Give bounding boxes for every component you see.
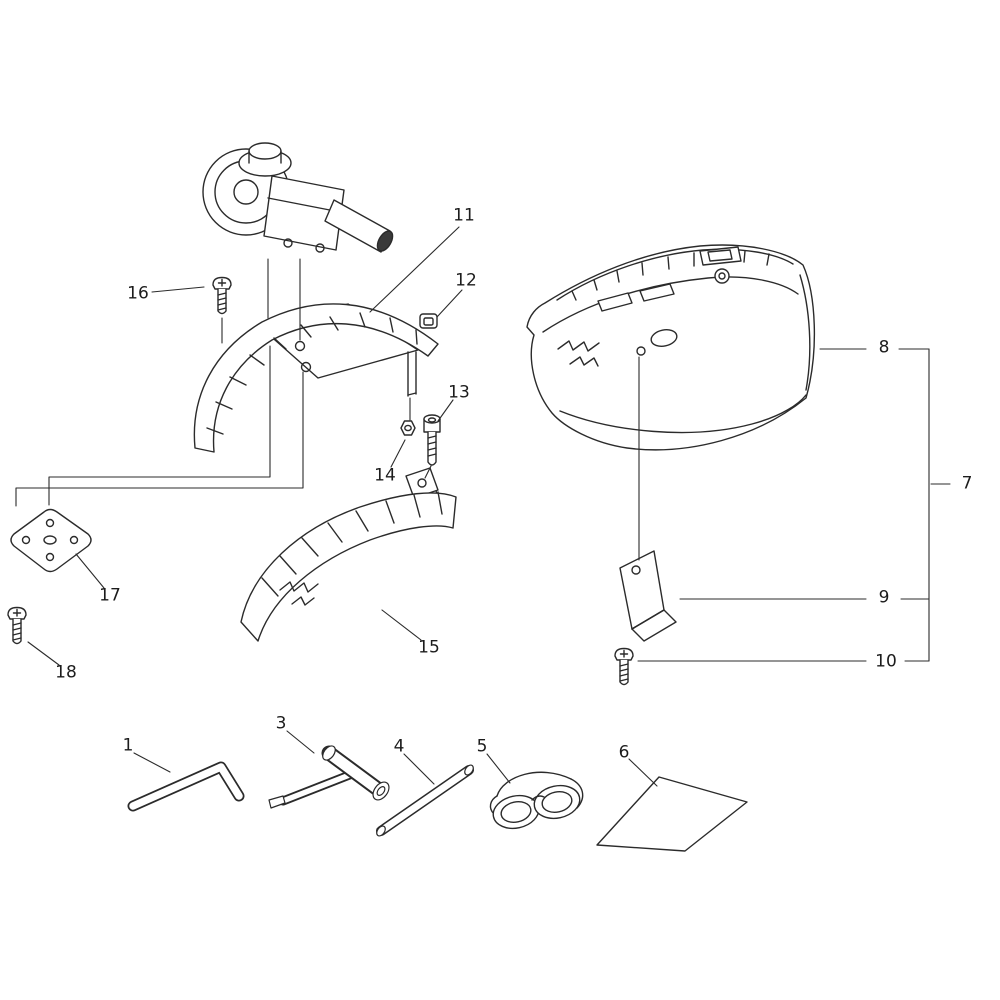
instruction-sheet-drawing xyxy=(596,776,748,852)
upper-shield-drawing xyxy=(193,303,439,453)
leader-lines xyxy=(27,226,951,787)
callout-13: 13 xyxy=(448,382,470,403)
screw-16-drawing xyxy=(212,276,232,315)
callout-17: 17 xyxy=(99,585,121,606)
callout-3: 3 xyxy=(275,713,287,734)
callout-4: 4 xyxy=(393,736,405,757)
gear-head-drawing xyxy=(202,142,394,253)
callout-1: 1 xyxy=(122,735,134,756)
callout-9: 9 xyxy=(878,587,890,608)
goggles-drawing xyxy=(489,771,584,830)
callout-10: 10 xyxy=(875,651,897,672)
socket-wrench-drawing xyxy=(268,745,390,809)
lower-shield-drawing xyxy=(240,467,457,642)
screw-18-drawing xyxy=(7,606,27,645)
callout-8: 8 xyxy=(878,337,890,358)
bolt-13-drawing xyxy=(423,414,441,466)
plate-17-drawing xyxy=(10,508,92,573)
callout-18: 18 xyxy=(55,662,77,683)
callout-5: 5 xyxy=(476,736,488,757)
nut-14-drawing xyxy=(400,420,416,436)
bracket-9-drawing xyxy=(619,550,677,642)
screw-10-drawing xyxy=(614,647,634,686)
callout-7: 7 xyxy=(961,473,973,494)
clip-12-drawing xyxy=(419,313,438,329)
hex-wrench-drawing xyxy=(127,761,245,812)
callout-6: 6 xyxy=(618,742,630,763)
callout-15: 15 xyxy=(418,637,440,658)
callout-14: 14 xyxy=(374,465,396,486)
straight-rod-drawing xyxy=(376,764,474,837)
callout-11: 11 xyxy=(453,205,475,226)
callout-12: 12 xyxy=(455,270,477,291)
large-shield-drawing xyxy=(526,244,816,451)
callout-16: 16 xyxy=(127,283,149,304)
assembly-lines xyxy=(15,258,640,561)
